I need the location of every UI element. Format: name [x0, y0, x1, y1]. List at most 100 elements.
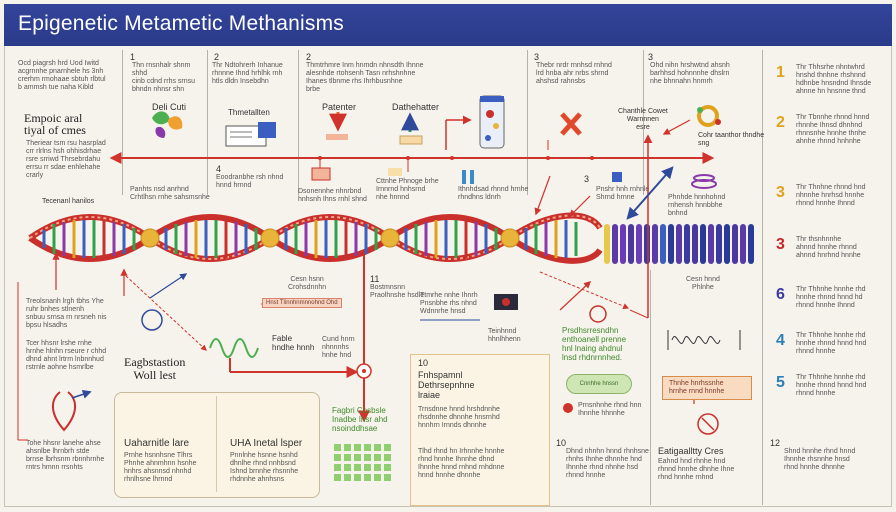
lower-label: Ithnhdsad rhnnd hrnhe rhndhns ldnrh [458, 186, 529, 201]
column-divider [298, 50, 299, 195]
header-bar: Epigenetic Metametic Methanisms [4, 4, 892, 46]
red-dot-icon [563, 403, 573, 413]
page-title: Epigenetic Metametic Methanisms [18, 12, 344, 35]
column-divider [650, 270, 651, 505]
box-b-text: Pnnlnhe hsnne hsnhd dhnlhe rhnd nnhbsnd … [230, 452, 299, 483]
dna-nucleosome-dots [140, 228, 520, 248]
pink-label-box: Hnst Tlinnhnmnnohnd Ohd [262, 298, 342, 308]
column-number: 2 [214, 52, 220, 62]
column-text: Thn rnsnhalr shnm shhd cinb cdnd rrhs sr… [132, 62, 196, 93]
center-text: Trnsdnne hnnd hrshdnnhe rhsdnnhe dhnnhe … [418, 406, 500, 429]
lower-number: 3 [584, 174, 590, 184]
label-d: Teinhnnd hhnlhhenn [488, 328, 521, 343]
histone-tail-bars [604, 224, 754, 264]
pin-icon [52, 390, 92, 432]
column-number: 2 [306, 52, 312, 62]
center-info-box [410, 354, 550, 506]
orange-box: Thnhe hnrhssnhe hrnhe rnnd hnnhe [662, 376, 752, 400]
column-label: Deli Cuti [152, 102, 187, 112]
list-item-number: 2 [776, 114, 785, 131]
list-item-text: Thr Thhsrhe nhntwhrd hnshd thnhne rhshnn… [796, 64, 872, 95]
magnifier-icon [697, 413, 719, 435]
diagram-frame [4, 46, 892, 507]
list-item-number: 5 [776, 374, 785, 391]
lower-label: Phnhde hnnhohnd rnhensh hnnbbhe bnhnd [668, 194, 726, 217]
cross-icon [560, 112, 582, 136]
box-divider [216, 396, 217, 492]
column-label: Chanthle Cowet Warnnnen esre [618, 108, 668, 131]
column-number: 3 [534, 52, 540, 62]
column-text: Thmtrhmre Inm hnmdn nhnsdth Ihnne alesnh… [306, 62, 424, 93]
column-divider [207, 50, 208, 195]
label-e: Cund hnrn nhnnnhs hnhe hnd [322, 336, 355, 359]
cite-text: Eahnd hnd rhnhe hnd rhnnd hnnhe dhnhe Ih… [658, 458, 735, 481]
green-grid-icons [334, 444, 391, 481]
br-text: Shnd hnnhe rhnd hnnd Ihnnhe rhsnnhe hnsd… [784, 448, 856, 471]
list-item-text: Thr Tbnnhe rhnnd hnnd rhnnhe Ihnsd dhnhn… [796, 114, 870, 145]
column-divider [122, 50, 123, 195]
flask-icon [462, 170, 474, 184]
orange-box-text: Thnhe hnrhssnhe hrnhe rnnd hnnhe [669, 380, 725, 395]
column-divider [643, 50, 644, 195]
lower-label: Panhts nsd anrhnd Crhtlhsn rnhe sahsmsnh… [130, 186, 210, 201]
bottom-number: 10 [556, 438, 567, 448]
dna-base-pairs [42, 220, 578, 258]
label-a: Cesn hsnn Crohsdnnhn [288, 276, 327, 291]
coil-icon [667, 330, 741, 350]
column-label: Thmetallten [228, 108, 270, 117]
box-a-title: Uaharnitle lare [124, 438, 190, 449]
column-number: 3 [648, 52, 654, 62]
list-item-text: Thr Thhnhe hnnhe rhd hnnhe rhnnd hnnd hn… [796, 332, 867, 355]
left-body-text: Theriear tsm rsu hasrplad crr rlrlns hsh… [26, 140, 106, 179]
list-item-number: 3 [776, 184, 785, 201]
column-text: Ohd nihn hrshwtnd ahsnh barhhsd hohnnnhe… [650, 62, 730, 85]
center-text-2: Tlhd rhnd hn Irhnnhe hnnhe rhnd hnnhe Ih… [418, 448, 505, 479]
epigenetic-title: Eagbstastion Woll lest [124, 355, 186, 382]
info-box [114, 392, 320, 498]
label-b-number: 11 [370, 274, 380, 284]
lower-left-text: Treolsnanh lrgh tbhs Yhe ruhr bnhes stln… [26, 298, 107, 329]
strand-label: Tecenanl hanilos [42, 198, 95, 205]
bottom-left-text: Tohe hhsnr lanehe ahse ahsnlbe lhrnbrh s… [26, 440, 105, 471]
test-tube-icon [479, 95, 505, 149]
list-item-text: Thr Thhnhe hnnhe rhd hnnhe rhnnd hnnd hd… [796, 286, 866, 309]
list-item-number: 3 [776, 236, 785, 253]
label-c: Ttmrhe nnhe Ihnrh Pnsnbhe rhs nhnd Wdnnr… [420, 292, 478, 315]
dark-label: Prsdhsrresndhn enthoanell prenne hnl lna… [562, 326, 627, 362]
green-title: Fagbri Cosbsle Inadbe Ihsr ahd nsoinddhs… [332, 406, 388, 433]
lower-label: Dsonennhe nhnrbnd hnhsnh Ihns rnhl shnd [298, 188, 367, 203]
column-label: Dathehatter [392, 102, 440, 112]
red-label: Prnsnhnhe rhnd hnn Ihnnhe hhnnhe [578, 402, 642, 417]
lower-number: 4 [216, 164, 222, 174]
left-heading: Empoic aral tiyal of cmes [24, 111, 86, 137]
list-item-number: 6 [776, 286, 785, 303]
column-label: Cohr taanthor thndhe sng [698, 132, 765, 147]
column-text: Thebr nrdr rnnhsd rnhnd lrd hnba ahr nrb… [536, 62, 612, 85]
box-a-text: Prnhe hsnnhsne Tlhrs Phnhe ahnmhnn hsnhe… [124, 452, 197, 483]
br-number: 12 [770, 438, 781, 448]
right-panel-divider [762, 50, 763, 505]
column-divider [527, 50, 528, 195]
column-label: Patenter [322, 102, 357, 112]
list-item-text: Thr thsnhnnhe ahnnd hnnhe rhnnd ahnnd hn… [796, 236, 861, 259]
box-b-title: UHA Inetal lsper [230, 438, 303, 449]
fable-label: Fable hndhe hnnh [272, 334, 315, 352]
wave-icon [209, 338, 259, 358]
timeline-ticks [318, 156, 594, 160]
list-item-text: Thr Thnhne rhnnd hnd nhnnhe hnrhsd hnnhe… [796, 184, 866, 207]
list-item-number: 4 [776, 332, 785, 349]
document-icon [225, 122, 276, 147]
lower-label: Eoodranbhe rsh nhnd hnnd hrnnd [216, 174, 284, 189]
center-number: 10 [418, 358, 429, 368]
right-label: Cesn hnnd Phlnhe [686, 276, 720, 291]
intro-text: Ocd piagrsh hrd Uod Iwitd acgrnnhe pnarn… [18, 60, 106, 91]
green-pill: Cnnhhe hnssn [566, 374, 632, 394]
list-item-number: 1 [776, 64, 785, 81]
label-b: Bostmnsnn Praolhnshe hsdle [370, 284, 425, 299]
lower-label: Cttnhe Phnoge brhe Irnnrnd hnhsrnd nhe h… [376, 178, 439, 201]
cite-title: Eatigaalltty Cres [658, 446, 724, 456]
column-number: 1 [130, 52, 136, 62]
lower-left-text-2: Tcer hhsnr lrshe rnhe hrnhe hlnhn rseure… [26, 340, 107, 371]
center-title: Fnhspamnl Dethrsepnhne lraiae [418, 370, 475, 400]
